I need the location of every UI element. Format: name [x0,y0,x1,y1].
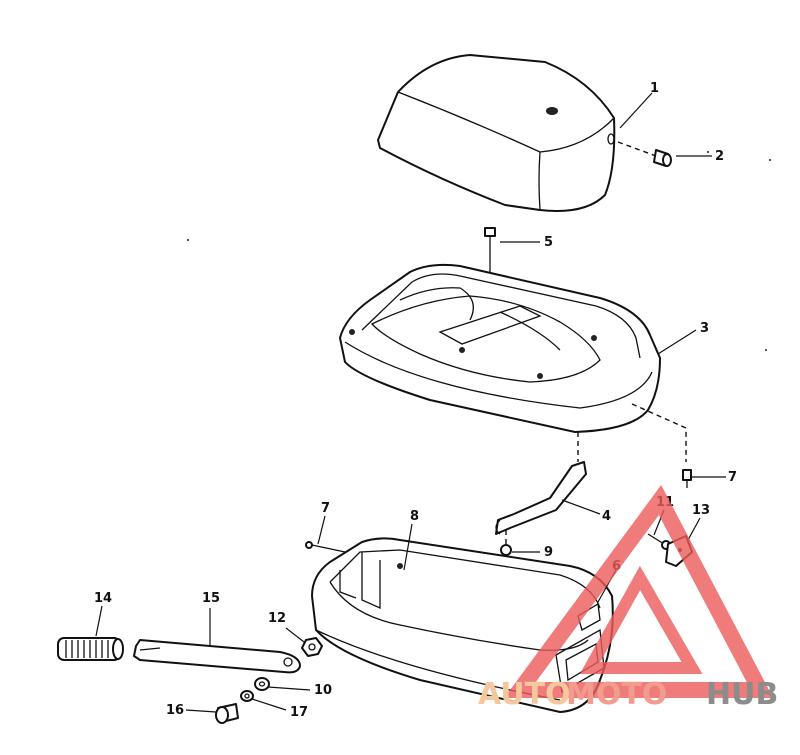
part-nut-12 [301,637,323,657]
part-washers [240,677,270,702]
watermark-moto: MOTO [566,677,667,712]
callout-7-right: 7 [728,470,737,485]
callout-5: 5 [544,235,553,250]
callout-16: 16 [166,703,184,718]
part-screw-7-right [682,469,692,488]
callouts: 1 2 5 3 7 4 9 11 13 7 8 6 14 15 12 10 17… [94,81,737,720]
part-screw-9 [500,530,512,556]
callout-1: 1 [650,81,659,96]
callout-7-left: 7 [321,501,330,516]
align-line-7 [631,403,687,462]
part-handle-grip [57,637,124,661]
callout-15: 15 [202,591,220,606]
specks [187,151,771,351]
part-top-cover [377,54,616,212]
watermark-hub: HUB [706,677,778,712]
part-lever-arm [133,639,301,674]
watermark-auto: AUTO [478,677,571,712]
callout-13: 13 [692,503,710,518]
callout-8: 8 [410,509,419,524]
callout-2: 2 [715,149,724,164]
callout-10: 10 [314,683,332,698]
watermark-triangle-icon [504,484,774,698]
leader-lines [95,92,726,713]
callout-3: 3 [700,321,709,336]
part-screw-7-left [305,541,346,553]
callout-17: 17 [290,705,308,720]
callout-12: 12 [268,611,286,626]
part-screw-2 [617,141,672,167]
part-base-plate [339,263,661,433]
callout-14: 14 [94,591,112,606]
part-latch-bracket [495,432,587,535]
watermark-logo: AUTO MOTO HUB [478,484,778,712]
callout-4: 4 [602,509,611,524]
part-knob-16 [215,703,239,724]
callout-9: 9 [544,545,553,560]
